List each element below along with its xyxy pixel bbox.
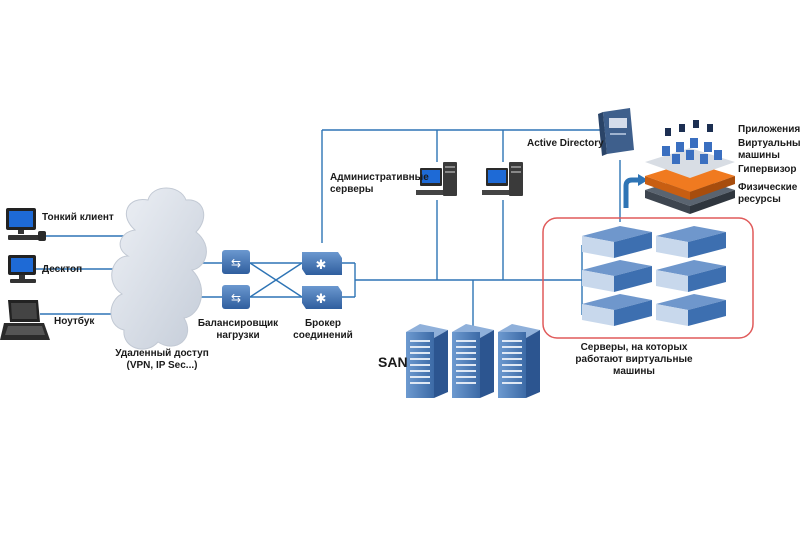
admin-server-icon [416, 162, 457, 196]
connection-broker-label: Брокер соединений [293, 318, 353, 341]
active-directory-label: Active Directory [527, 138, 604, 149]
arrow-up-icon [623, 174, 648, 208]
load-balancer-icon: ⇆ ⇆ [222, 250, 250, 309]
connection-broker-icon: ✱ ✱ [302, 252, 342, 309]
thin-client-label: Тонкий клиент [42, 212, 114, 223]
svg-text:✱: ✱ [316, 292, 327, 307]
remote-access-cloud-icon [110, 187, 207, 350]
desktop-icon [8, 255, 36, 283]
svg-text:⇆: ⇆ [231, 256, 241, 270]
vm-servers-label: Серверы, на которых работают виртуальные… [575, 342, 693, 377]
thin-client-icon [6, 208, 46, 241]
svg-text:⇆: ⇆ [231, 291, 241, 305]
physical-resources-label: Физические ресурсы [738, 182, 798, 205]
laptop-icon [0, 300, 50, 340]
laptop-label: Ноутбук [54, 316, 95, 327]
admin-server-icon [482, 162, 523, 196]
remote-access-label: Удаленный доступ (VPN, IP Sec...) [115, 348, 209, 371]
san-label: SAN [378, 354, 408, 370]
admin-servers-label: Административные серверы [330, 172, 429, 195]
hypervisor-stack-icon [645, 120, 735, 214]
load-balancer-label: Балансировщик нагрузки [197, 318, 279, 341]
desktop-label: Десктоп [42, 264, 83, 275]
vm-servers-group-box [542, 217, 754, 339]
hypervisor-layer-label: Гипервизор [738, 164, 797, 175]
apps-layer-label: Приложения [738, 124, 800, 135]
vm-server-rack-icon [582, 226, 726, 326]
san-storage-icon [406, 324, 540, 398]
active-directory-server-icon [598, 108, 634, 156]
svg-text:✱: ✱ [316, 258, 327, 273]
vms-layer-label: Виртуальные машины [738, 138, 800, 161]
